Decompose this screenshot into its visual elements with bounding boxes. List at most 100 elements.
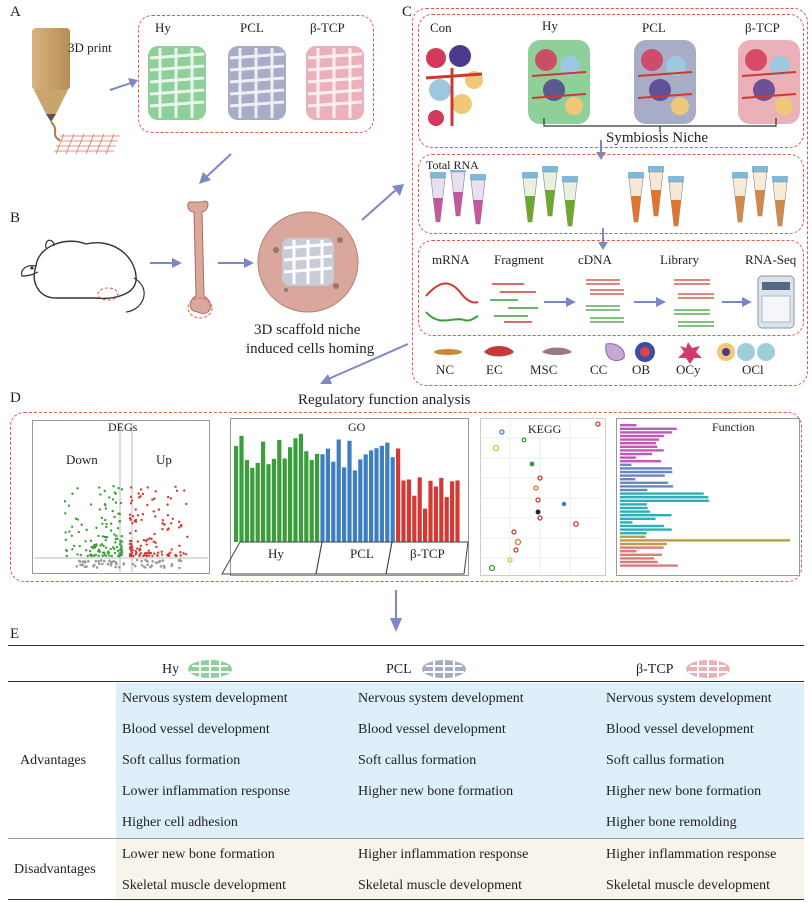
volcano-point	[83, 560, 87, 563]
volcano-point	[71, 548, 74, 551]
table-row: Advantages Nervous system development Ne…	[8, 683, 804, 768]
function-bar	[620, 452, 653, 456]
volcano-point	[112, 485, 115, 488]
volcano-point	[113, 551, 117, 555]
go-bar	[266, 464, 271, 542]
volcano-point	[178, 566, 181, 570]
volcano-point	[166, 495, 170, 499]
function-bar	[620, 542, 667, 546]
go-bar	[288, 447, 293, 542]
volcano-point	[134, 553, 137, 556]
step-cdna: cDNA	[578, 252, 612, 267]
function-bar	[620, 478, 636, 481]
rna-box	[418, 154, 804, 234]
col-pcl-scaffold-icon	[422, 660, 466, 678]
go-bar	[277, 439, 282, 542]
volcano-point	[161, 527, 164, 531]
volcano-point	[76, 553, 79, 556]
volcano-point	[80, 523, 83, 526]
function-bar	[620, 496, 709, 499]
niche-pcl-icon	[634, 40, 696, 124]
volcano-point	[107, 551, 111, 554]
arrow-a-to-bone	[199, 153, 232, 184]
table-cell: Soft callus formation	[600, 745, 804, 776]
volcano-point	[109, 563, 113, 567]
volcano-point	[161, 522, 164, 525]
function-bar	[620, 470, 673, 474]
go-bar	[320, 454, 325, 542]
volcano-point	[151, 559, 154, 563]
volcano-point	[99, 544, 102, 547]
scaffold-label-hy: Hy	[155, 20, 171, 35]
volcano-point	[64, 512, 67, 515]
printer-illustration	[32, 28, 120, 155]
volcano-point	[100, 543, 104, 546]
volcano-point	[151, 498, 154, 501]
arrow-rat-to-bone	[150, 258, 182, 268]
volcano-point	[156, 551, 160, 554]
volcano-point	[85, 528, 88, 532]
cell-ec: EC	[486, 362, 503, 377]
table-cell: Skeletal muscle development	[352, 870, 600, 901]
volcano-point	[73, 544, 76, 548]
volcano-point	[79, 563, 82, 567]
volcano-point	[97, 554, 100, 558]
function-bar	[620, 460, 662, 463]
function-bar	[620, 521, 633, 524]
step-rnaseq: RNA-Seq	[745, 252, 797, 267]
function-bar	[620, 528, 672, 531]
volcano-point	[95, 543, 98, 546]
volcano-point	[116, 549, 120, 553]
volcano-point	[101, 535, 105, 538]
go-bar	[325, 448, 330, 542]
go-bar	[428, 480, 433, 542]
volcano-point	[134, 520, 138, 523]
volcano-point	[113, 515, 116, 519]
volcano-point	[139, 488, 143, 491]
go-bar	[298, 433, 303, 542]
table-cell: Higher new bone formation	[600, 776, 804, 807]
volcano-point	[130, 544, 133, 548]
volcano-point	[146, 486, 149, 489]
volcano-point	[103, 553, 106, 557]
volcano-point	[140, 518, 143, 522]
function-bar	[620, 456, 637, 459]
volcano-point	[70, 525, 74, 529]
go-bar	[293, 438, 298, 542]
volcano-point	[111, 546, 115, 549]
volcano-point	[99, 559, 103, 562]
volcano-point	[150, 537, 153, 541]
group-hy: Hy	[542, 18, 558, 33]
volcano-point	[120, 534, 123, 538]
volcano-point	[120, 488, 124, 491]
cell-ob: OB	[632, 362, 651, 377]
volcano-point	[180, 523, 183, 527]
volcano-point	[120, 544, 123, 548]
volcano-point	[160, 553, 164, 556]
go-bar	[282, 458, 287, 542]
volcano-point	[134, 508, 137, 511]
volcano-point	[118, 520, 121, 523]
volcano-point	[146, 503, 149, 507]
volcano-point	[75, 564, 79, 568]
volcano-point	[103, 551, 106, 554]
go-bar	[369, 450, 374, 542]
volcano-point	[161, 559, 165, 562]
volcano-point	[135, 558, 139, 562]
volcano-point	[102, 544, 105, 548]
volcano-point	[167, 554, 171, 557]
volcano-point	[76, 518, 80, 521]
volcano-point	[78, 544, 81, 548]
function-bar	[620, 485, 674, 488]
volcano-point	[63, 500, 67, 503]
go-bar	[363, 454, 368, 542]
volcano-point	[160, 550, 163, 553]
go-bar	[401, 480, 406, 542]
volcano-point	[183, 489, 186, 492]
go-bar	[396, 448, 401, 542]
volcano-point	[97, 562, 101, 566]
volcano-point	[96, 550, 100, 553]
table-row: Blood vessel development Blood vessel de…	[8, 714, 804, 745]
niche-caption-line2: induced cells homing	[246, 341, 375, 357]
table-cell: Nervous system development	[116, 683, 352, 714]
